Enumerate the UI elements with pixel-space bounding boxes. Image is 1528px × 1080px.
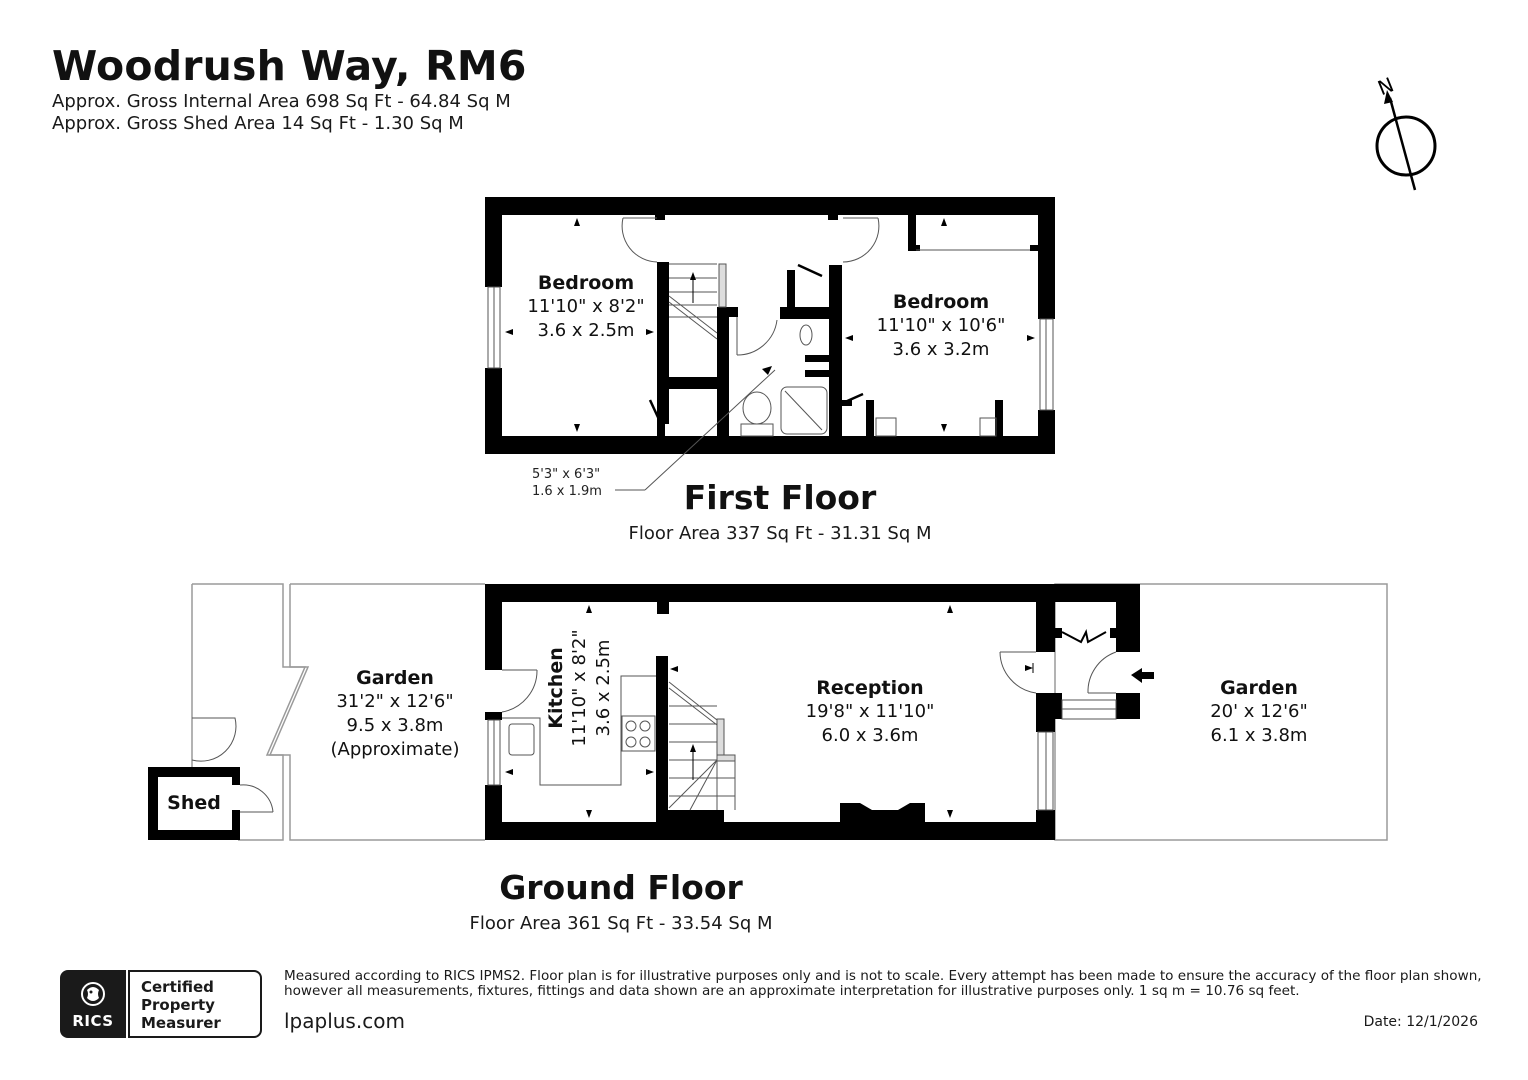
room-metric: 6.0 x 3.6m [821, 725, 919, 746]
badge-line-1: Certified [141, 978, 214, 996]
room-name: Garden [1220, 677, 1298, 699]
room-note: (Approximate) [330, 739, 460, 760]
room-front-garden: Garden 20' x 12'6" 6.1 x 3.8m [1210, 676, 1308, 748]
ground-floor-area: Floor Area 361 Sq Ft - 33.54 Sq M [469, 913, 773, 934]
room-bedroom-2: Bedroom 11'10" x 10'6" 3.6 x 3.2m [877, 290, 1006, 362]
plan-title: Woodrush Way, RM6 [52, 42, 527, 90]
room-bedroom-1: Bedroom 11'10" x 8'2" 3.6 x 2.5m [527, 271, 644, 343]
ground-floor-title: Ground Floor [499, 868, 743, 907]
room-imperial: 20' x 12'6" [1210, 701, 1308, 722]
first-floor-arrows [505, 218, 1035, 432]
room-metric: 9.5 x 3.8m [346, 715, 444, 736]
first-floor-fixtures [487, 217, 1054, 491]
first-floor-title: First Floor [683, 478, 877, 517]
ground-floor-fixtures [191, 651, 1117, 813]
gross-shed-area: Approx. Gross Shed Area 14 Sq Ft - 1.30 … [52, 113, 464, 134]
rics-certified-badge: RICS Certified Property Measurer [60, 970, 262, 1038]
certified-measurer-label: Certified Property Measurer [128, 970, 262, 1038]
north-arrow-icon: N [1360, 70, 1460, 200]
room-shed: Shed [167, 791, 221, 815]
room-imperial: 11'10" x 8'2" [569, 629, 590, 747]
lion-crest-icon [81, 982, 105, 1006]
room-metric: 3.6 x 3.2m [892, 339, 990, 360]
ground-floor-walls [148, 584, 1140, 840]
first-floor-door-leaves [648, 263, 864, 427]
website-link[interactable]: lpaplus.com [284, 1009, 405, 1033]
badge-line-2: Property [141, 996, 215, 1014]
disclaimer-line-1: Measured according to RICS IPMS2. Floor … [284, 968, 1482, 984]
room-imperial: 19'8" x 11'10" [805, 701, 935, 722]
room-name: Bedroom [892, 291, 990, 313]
room-imperial: 11'10" x 8'2" [527, 296, 645, 317]
first-floor-area: Floor Area 337 Sq Ft - 31.31 Sq M [628, 523, 932, 544]
garden-outlines [191, 583, 1388, 841]
room-name: Garden [356, 667, 434, 689]
room-rear-garden: Garden 31'2" x 12'6" 9.5 x 3.8m (Approxi… [330, 666, 459, 762]
room-name: Kitchen [545, 647, 567, 729]
room-name: Bedroom [537, 272, 635, 294]
badge-line-3: Measurer [141, 1014, 221, 1032]
room-imperial: 11'10" x 10'6" [876, 315, 1006, 336]
ground-floor-door-leaves [1061, 628, 1107, 644]
gross-internal-area: Approx. Gross Internal Area 698 Sq Ft - … [52, 91, 511, 112]
room-name: Reception [816, 677, 924, 699]
disclaimer-line-2: however all measurements, fixtures, fitt… [284, 983, 1300, 999]
first-floor-walls [485, 197, 1055, 454]
bathroom-imperial: 5'3" x 6'3" [532, 467, 601, 482]
rics-wordmark: RICS [72, 1012, 114, 1030]
ground-floor-arrows [505, 605, 1154, 818]
room-kitchen: Kitchen 11'10" x 8'2" 3.6 x 2.5m [544, 629, 616, 746]
disclaimer: Measured according to RICS IPMS2. Floor … [284, 969, 1484, 999]
room-name: Shed [167, 792, 221, 814]
room-imperial: 31'2" x 12'6" [336, 691, 454, 712]
plan-date: Date: 12/1/2026 [1363, 1014, 1478, 1030]
room-metric: 3.6 x 2.5m [593, 639, 614, 737]
room-reception: Reception 19'8" x 11'10" 6.0 x 3.6m [806, 676, 935, 748]
bathroom-dimensions: 5'3" x 6'3" 1.6 x 1.9m [532, 466, 602, 500]
room-metric: 6.1 x 3.8m [1210, 725, 1308, 746]
rics-logo: RICS [60, 970, 126, 1038]
room-metric: 3.6 x 2.5m [537, 320, 635, 341]
bathroom-metric: 1.6 x 1.9m [532, 484, 602, 499]
